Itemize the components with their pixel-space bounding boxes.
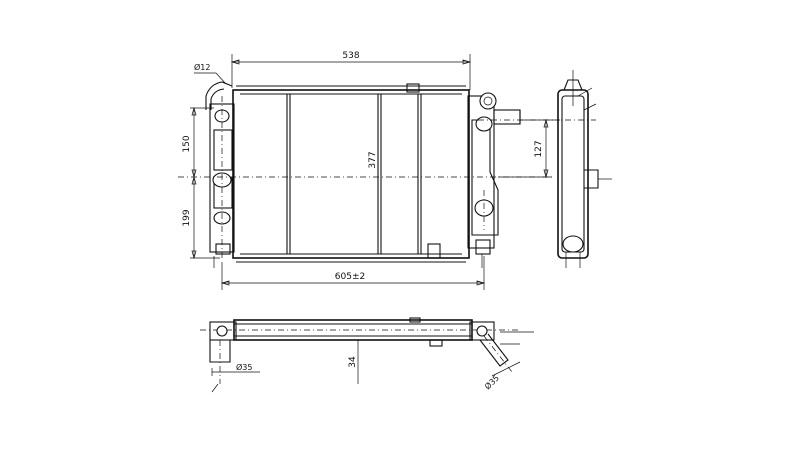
dim-side-offset: 127: [534, 140, 544, 157]
radiator-core: [232, 89, 470, 259]
dim-inlet-diameter: Ø35: [236, 362, 252, 372]
dim-width-top: 538: [342, 51, 359, 61]
dim-width-bottom: 605±2: [335, 272, 365, 282]
side-view: [552, 70, 612, 268]
top-view: Ø35 Ø35 34: [200, 317, 534, 393]
right-tank: [467, 95, 495, 249]
dim-outlet-diameter: Ø35: [482, 373, 501, 392]
dim-core-depth: 34: [348, 356, 358, 368]
dim-upper-offset: 150: [182, 135, 192, 152]
dim-core-height: 377: [368, 151, 378, 168]
dim-cap-diameter: Ø12: [194, 62, 210, 72]
dim-lower-offset: 199: [182, 209, 192, 226]
front-view: 538 Ø12 150 199 377 127 605±2: [178, 51, 560, 290]
